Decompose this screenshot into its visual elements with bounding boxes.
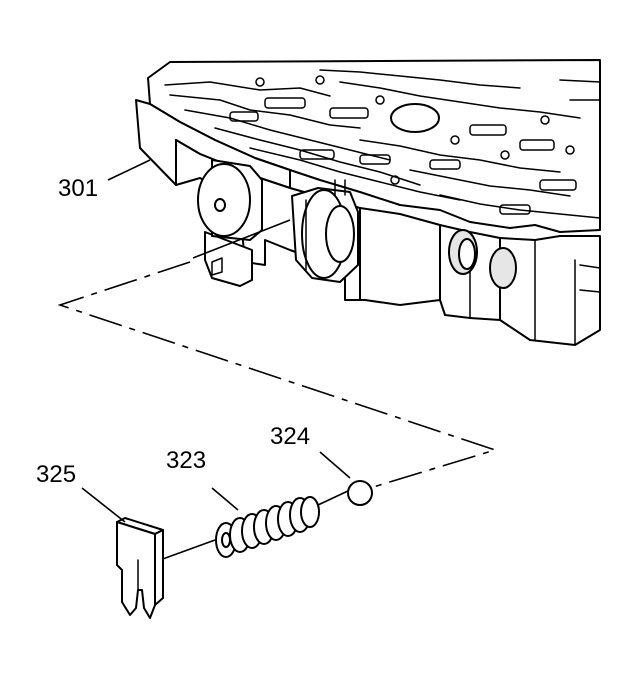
valve-bore	[291, 179, 359, 283]
gasket-passages	[164, 69, 601, 219]
retainer-clip	[116, 517, 164, 619]
callout-325: 325	[36, 461, 76, 488]
callout-leaders	[81, 159, 351, 523]
callout-324: 324	[270, 423, 310, 450]
bore-plug	[197, 159, 263, 287]
callout-323: 323	[166, 447, 206, 474]
valve-spring	[215, 496, 320, 558]
check-ball	[347, 480, 373, 506]
valve-body	[135, 59, 601, 346]
callout-301: 301	[58, 175, 98, 202]
assembly-lines	[57, 219, 498, 561]
